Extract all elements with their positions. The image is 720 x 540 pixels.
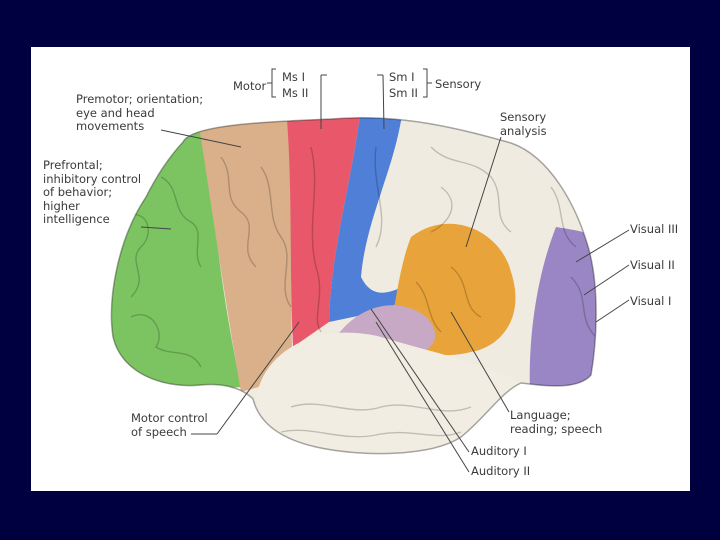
label-auditory2: Auditory II (471, 465, 530, 479)
slide-panel: Motor Ms I Ms II Sm I Sm II Sensory Prem… (31, 47, 690, 491)
label-visual1: Visual I (630, 295, 671, 309)
label-ms1: Ms I (282, 71, 305, 85)
label-prefrontal: Prefrontal; inhibitory control of behavi… (43, 159, 141, 227)
label-sm2: Sm II (389, 87, 418, 101)
label-visual2: Visual II (630, 259, 675, 273)
sensory-bracket (423, 69, 432, 97)
label-motor-speech: Motor control of speech (131, 412, 208, 439)
label-auditory1: Auditory I (471, 445, 527, 459)
label-premotor: Premotor; orientation; eye and head move… (76, 93, 203, 134)
label-sensory-analysis: Sensory analysis (500, 111, 547, 138)
label-sm1: Sm I (389, 71, 415, 85)
label-sensory: Sensory (435, 78, 481, 92)
label-motor: Motor (233, 80, 266, 94)
label-ms2: Ms II (282, 87, 308, 101)
label-visual3: Visual III (630, 223, 678, 237)
motor-bracket (267, 69, 276, 97)
label-language: Language; reading; speech (510, 409, 602, 436)
